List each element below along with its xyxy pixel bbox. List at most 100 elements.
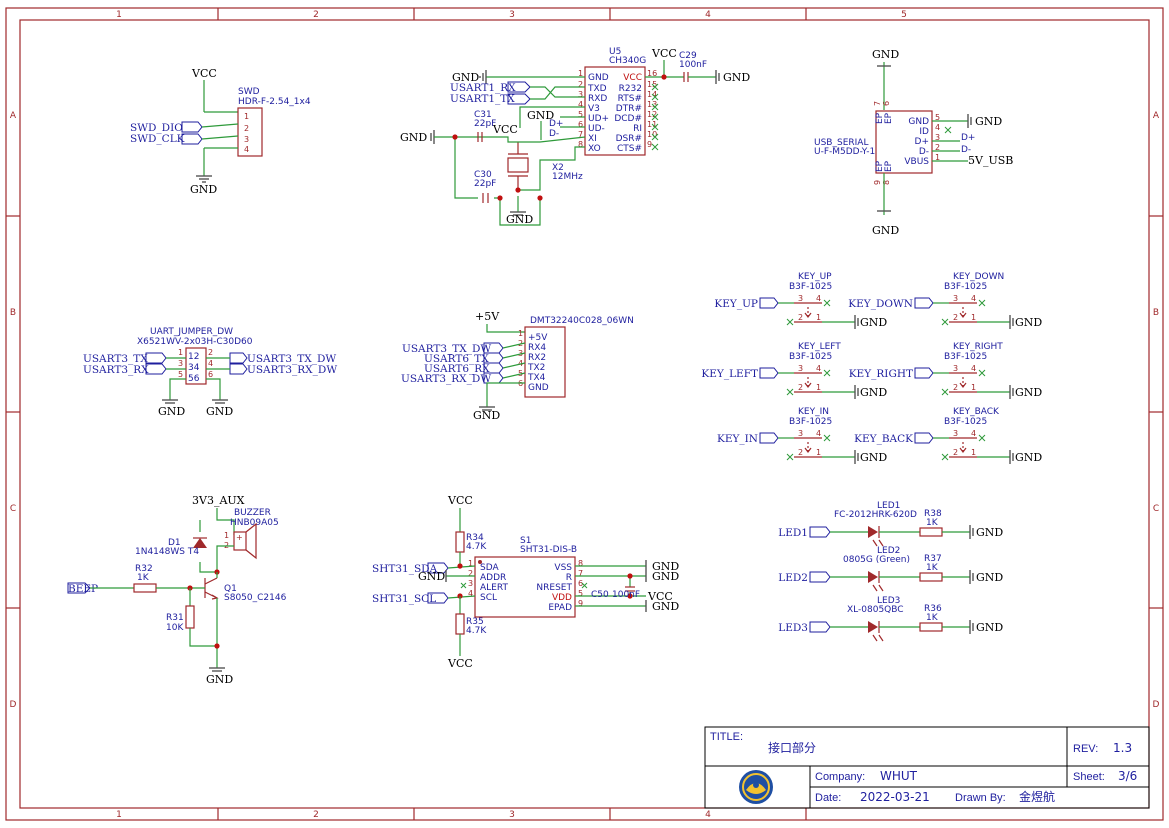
key-part: B3F-1025 <box>944 282 987 292</box>
row-label-left: C <box>10 504 16 514</box>
svg-text:R232: R232 <box>619 84 642 94</box>
resistor-ref: R36 <box>924 604 942 614</box>
svg-text:HNB09A05: HNB09A05 <box>230 518 279 528</box>
svg-text:4: 4 <box>935 123 940 132</box>
company-name: WHUT <box>880 769 918 783</box>
svg-text:3: 3 <box>953 294 958 303</box>
svg-text:1: 1 <box>971 383 976 392</box>
svg-text:XO: XO <box>588 144 601 154</box>
svg-text:2: 2 <box>244 124 249 133</box>
svg-text:Date:: Date: <box>815 792 841 804</box>
sheet-frame-outer <box>5 7 1164 821</box>
svg-text:3: 3 <box>935 133 940 142</box>
svg-text:+5V: +5V <box>475 310 500 323</box>
svg-text:5V_USB: 5V_USB <box>968 154 1013 167</box>
svg-text:TXD: TXD <box>587 84 607 94</box>
svg-text:5: 5 <box>935 113 940 122</box>
svg-text:BUZZER: BUZZER <box>234 508 271 518</box>
svg-text:GND: GND <box>473 409 500 422</box>
key-part: B3F-1025 <box>944 417 987 427</box>
key-net-label: KEY_IN <box>717 433 758 445</box>
svg-text:16: 16 <box>647 69 657 78</box>
svg-text:GND: GND <box>400 131 427 144</box>
svg-text:1: 1 <box>224 531 229 540</box>
col-label-top: 1 <box>116 10 122 20</box>
svg-text:+: + <box>236 533 243 542</box>
svg-text:3: 3 <box>578 90 583 99</box>
svg-text:GND: GND <box>506 213 533 226</box>
row-label-left: B <box>10 308 16 318</box>
svg-text:2: 2 <box>468 569 473 578</box>
gnd-label: GND <box>1015 316 1042 329</box>
svg-text:DCD#: DCD# <box>614 114 642 124</box>
led-part: 0805G (Green) <box>843 555 910 565</box>
key-ref: KEY_IN <box>798 407 829 417</box>
col-label-top: 5 <box>901 10 907 20</box>
svg-text:D1: D1 <box>168 538 181 548</box>
svg-text:GND: GND <box>206 405 233 418</box>
svg-text:4: 4 <box>244 145 249 154</box>
svg-text:S1: S1 <box>520 536 531 546</box>
col-label-bottom: 3 <box>509 810 515 820</box>
svg-text:GND: GND <box>528 383 549 393</box>
svg-text:DSR#: DSR# <box>616 134 642 144</box>
svg-text:GND: GND <box>908 117 929 127</box>
gnd-label: GND <box>860 451 887 464</box>
svg-text:SHT31_SDA: SHT31_SDA <box>372 563 438 575</box>
svg-text:S8050_C2146: S8050_C2146 <box>224 593 287 603</box>
svg-text:D-: D- <box>961 145 971 155</box>
svg-text:34: 34 <box>188 363 200 373</box>
buzzer-circuit: 3V3_AUX BUZZER HNB09A05 + 1 2 D1 1N4148W… <box>67 494 287 686</box>
svg-text:V3: V3 <box>588 104 600 114</box>
gnd-label: GND <box>190 183 217 196</box>
sht31-sensor: VCC R34 4.7K S1 SHT31-DIS-B SDA ADDR ALE… <box>372 494 679 670</box>
led-ref: LED1 <box>877 501 900 511</box>
resistor-ref: R37 <box>924 554 942 564</box>
key-ref: KEY_LEFT <box>798 342 841 352</box>
net-label: USART1_TX <box>450 93 515 105</box>
svg-text:UD-: UD- <box>588 124 605 134</box>
net-label: USART1_RX <box>450 82 516 94</box>
svg-text:D-: D- <box>549 129 559 139</box>
svg-text:GND: GND <box>652 560 679 573</box>
svg-text:6: 6 <box>208 370 213 379</box>
swd-part: HDR-F-2.54_1x4 <box>238 97 311 107</box>
col-label-top: 3 <box>509 10 515 20</box>
jumper-part: X6521WV-2x03H-C30D60 <box>137 337 253 347</box>
svg-text:1N4148WS T4: 1N4148WS T4 <box>135 547 199 557</box>
col-label-bottom: 1 <box>116 810 122 820</box>
title-label: TITLE: <box>710 731 743 743</box>
svg-text:ADDR: ADDR <box>480 573 506 583</box>
swd-connector: VCC SWD HDR-F-2.54_1x4 1 2 3 4 SWD_DIO S… <box>130 67 311 196</box>
led-net-label: LED3 <box>778 622 808 634</box>
gnd-label: GND <box>860 316 887 329</box>
led-net-label: LED2 <box>778 572 808 584</box>
svg-text:8: 8 <box>882 180 891 185</box>
svg-text:R32: R32 <box>135 564 153 574</box>
svg-text:1: 1 <box>178 348 183 357</box>
svg-text:4: 4 <box>971 429 976 438</box>
svg-text:REV:: REV: <box>1073 743 1098 755</box>
gnd-label: GND <box>976 621 1003 634</box>
key-part: B3F-1025 <box>789 352 832 362</box>
svg-text:GND: GND <box>652 600 679 613</box>
x2-ref: X2 <box>552 163 564 173</box>
svg-text:C30: C30 <box>474 170 492 180</box>
svg-text:3: 3 <box>953 364 958 373</box>
u5-part: CH340G <box>609 56 646 66</box>
svg-text:22pF: 22pF <box>474 119 496 129</box>
svg-text:2: 2 <box>578 80 583 89</box>
svg-text:1: 1 <box>578 69 583 78</box>
svg-text:Drawn By:: Drawn By: <box>955 792 1006 804</box>
svg-text:100nF: 100nF <box>612 590 640 600</box>
vcc-label: VCC <box>191 67 217 80</box>
svg-text:5: 5 <box>578 589 583 598</box>
svg-text:C31: C31 <box>474 110 492 120</box>
jumper-ref: UART_JUMPER_DW <box>150 327 233 337</box>
svg-text:+5V: +5V <box>528 333 548 343</box>
